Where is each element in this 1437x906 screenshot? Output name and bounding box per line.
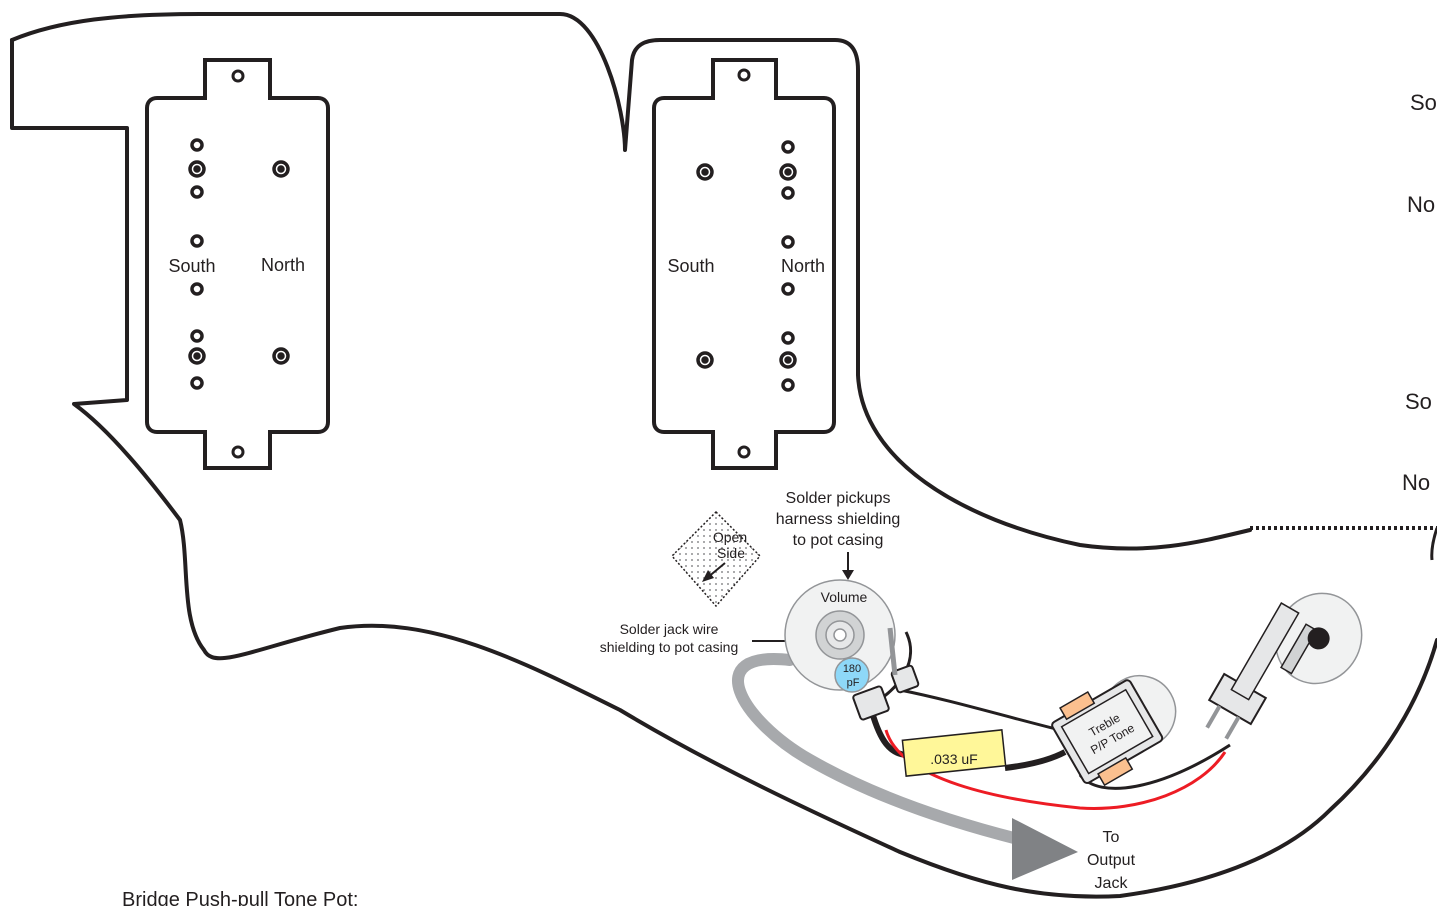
cap-small-line1: 180: [843, 663, 861, 675]
shield-cable: [732, 653, 1036, 848]
side-label-2: No: [1407, 192, 1435, 217]
solder-pickups-line1: Solder pickups: [786, 490, 891, 507]
bridge-north-label: North: [781, 256, 825, 276]
cap-small-line2: pF: [847, 677, 860, 689]
neck-south-label: South: [168, 256, 215, 276]
solder-jack-note: Solder jack wire shielding to pot casing: [600, 621, 806, 655]
output-arrow-head: [1012, 818, 1078, 880]
bridge-south-label: South: [667, 256, 714, 276]
solder-pickups-line2: harness shielding: [776, 511, 901, 528]
pickguard-outline-left: [10, 38, 1437, 899]
neck-pickup: South North: [145, 58, 330, 470]
to-output-line1: To: [1103, 829, 1120, 846]
solder-pickups-note: Solder pickups harness shielding to pot …: [776, 490, 901, 580]
cap-large-label: .033 uF: [930, 751, 977, 767]
side-label-4: No: [1402, 470, 1430, 495]
neck-north-label: North: [261, 255, 305, 275]
wire-black-3: [899, 688, 1061, 732]
pickguard-outline: [10, 12, 1252, 551]
solder-pickups-line3: to pot casing: [793, 532, 884, 549]
to-output-line2: Output: [1087, 852, 1136, 869]
bridge-pickup: South North: [652, 58, 836, 470]
side-label-1: So: [1410, 90, 1437, 115]
treble-pp-pot: Treble P/P Tone: [1051, 675, 1177, 787]
volume-pot: Volume 180 pF: [784, 579, 920, 721]
volume-label: Volume: [821, 589, 868, 605]
edge-right-stub: [1430, 527, 1437, 561]
wire-black-2: [1004, 749, 1067, 771]
to-output-line3: Jack: [1095, 875, 1129, 892]
open-side-line2: Side: [717, 545, 745, 561]
solder-jack-line2: shielding to pot casing: [600, 639, 739, 655]
tone-capacitor: .033 uF: [901, 729, 1007, 777]
open-side-indicator: Open Side: [670, 510, 762, 608]
side-label-3: So: [1405, 389, 1432, 414]
footer-caption: Bridge Push-pull Tone Pot:: [122, 889, 358, 906]
solder-jack-line1: Solder jack wire: [620, 621, 719, 637]
output-jack: [1205, 592, 1363, 740]
open-side-line1: Open: [713, 529, 747, 545]
